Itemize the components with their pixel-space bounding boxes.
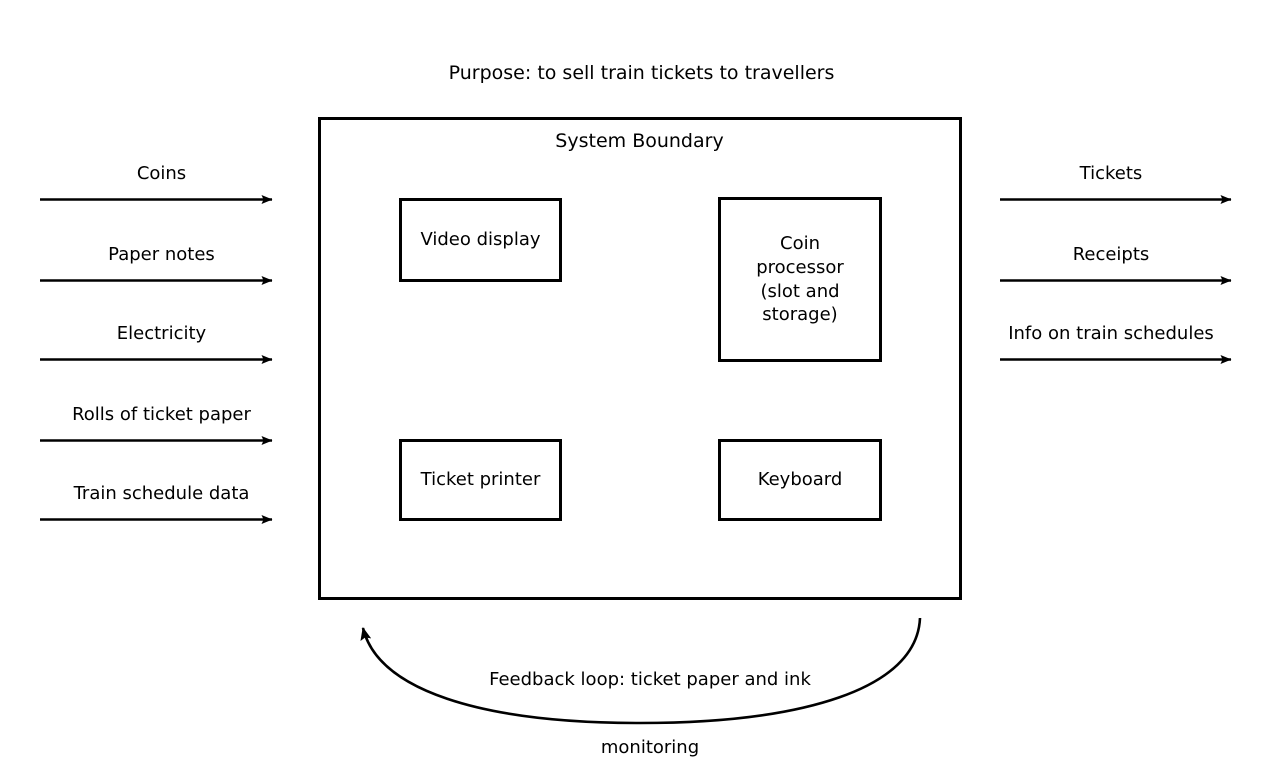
component-label-line: storage) xyxy=(762,304,838,326)
output-label-receipts: Receipts xyxy=(1072,244,1150,265)
system-boundary-label: System Boundary xyxy=(555,130,724,152)
output-label-tickets: Tickets xyxy=(1079,163,1143,184)
feedback-loop-label-line2: monitoring xyxy=(600,736,700,758)
feedback-loop-curve xyxy=(360,617,922,725)
component-box-keyboard xyxy=(718,439,882,521)
component-label-ticket-printer: Ticket printer xyxy=(420,469,541,491)
component-box-ticket-printer xyxy=(399,439,562,521)
component-label-line: Coin xyxy=(780,233,820,254)
input-label-coins: Coins xyxy=(136,163,187,184)
feedback-loop-label-line1: Feedback loop: ticket paper and ink xyxy=(489,669,811,690)
input-label-rolls-of-ticket-paper: Rolls of ticket paper xyxy=(72,404,251,425)
input-label-paper-notes: Paper notes xyxy=(108,244,215,265)
input-label-train-schedule-data: Train schedule data xyxy=(73,483,250,504)
component-label-keyboard: Keyboard xyxy=(757,469,843,491)
component-label-video-display: Video display xyxy=(420,229,541,251)
input-label-electricity: Electricity xyxy=(116,323,207,344)
component-label-line: (slot and xyxy=(760,280,840,302)
component-box-coin-processor xyxy=(718,197,882,362)
component-box-video-display xyxy=(399,198,562,282)
output-label-info-on-train-schedules: Info on train schedules xyxy=(1008,323,1214,344)
system-boundary-rect xyxy=(318,117,962,600)
component-label-line: processor xyxy=(756,256,844,278)
page-title: Purpose: to sell train tickets to travel… xyxy=(448,62,835,84)
feedback-loop-label: Feedback loop: ticket paper and ink moni… xyxy=(420,624,880,778)
